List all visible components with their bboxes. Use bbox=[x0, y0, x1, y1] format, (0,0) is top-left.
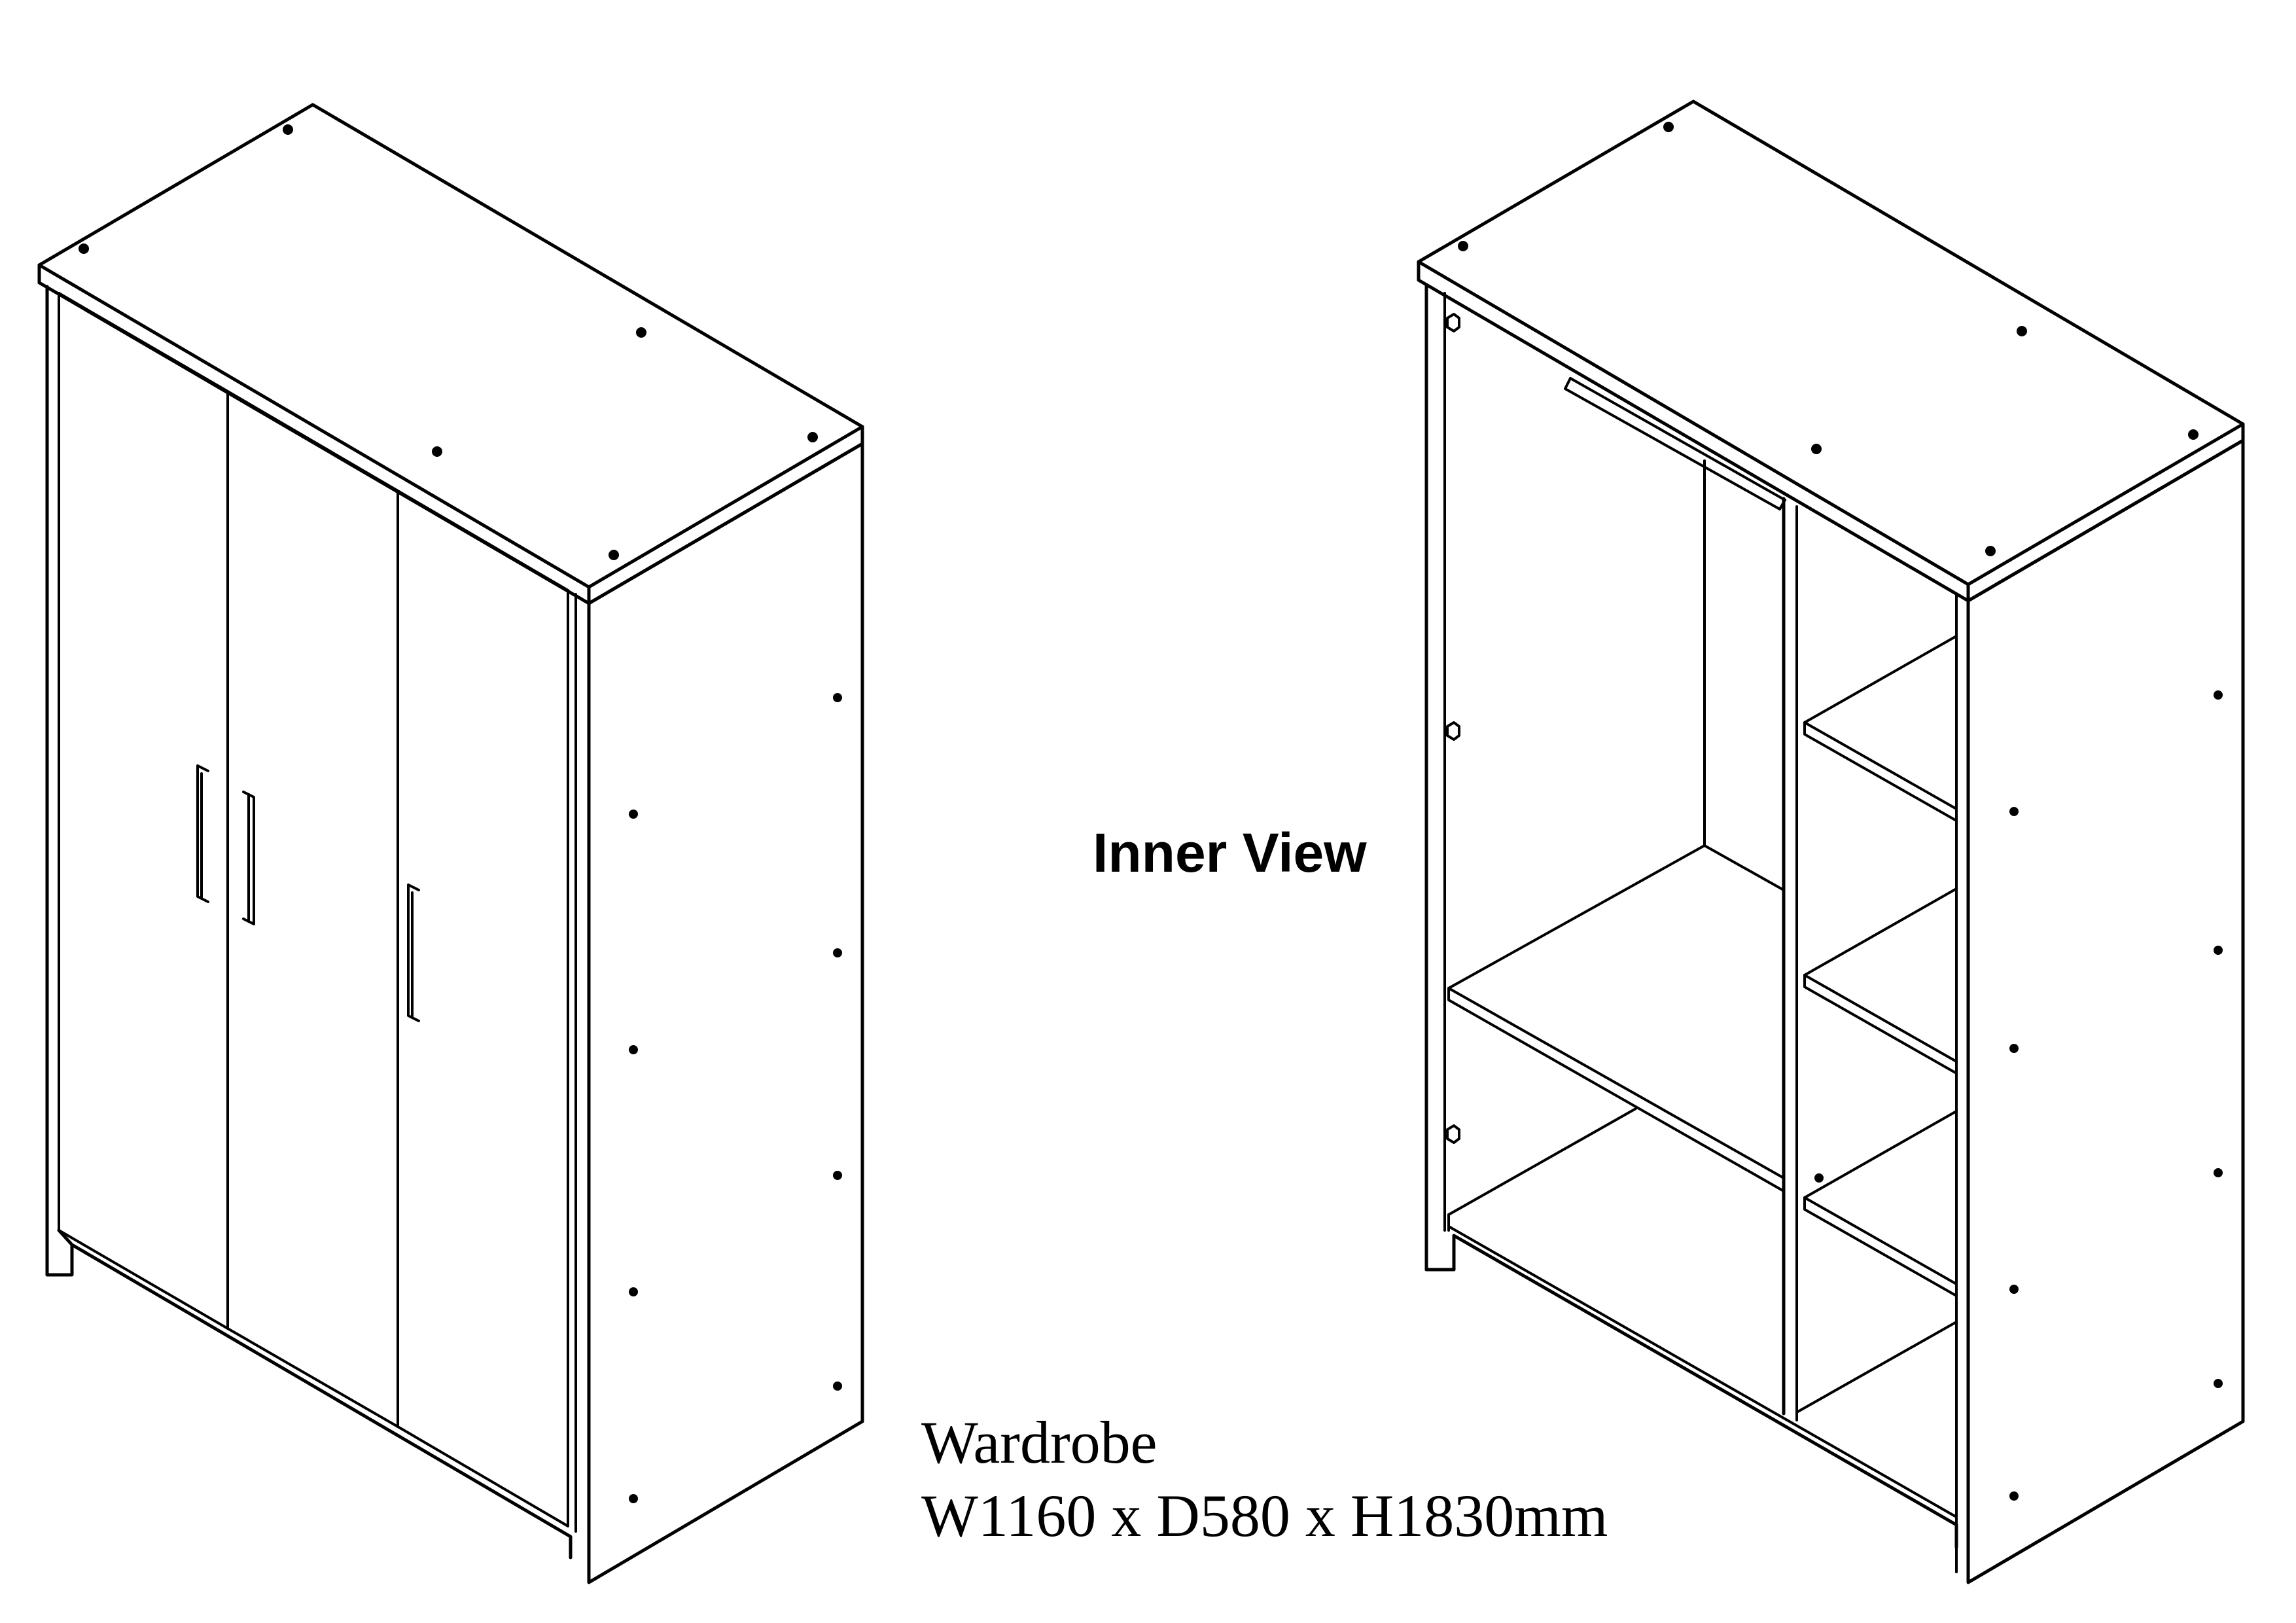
inner-hanging-rail bbox=[1564, 377, 1786, 510]
product-dimensions: W1160 x D580 x H1830mm bbox=[921, 1482, 1608, 1549]
closed-top-front-edge bbox=[37, 263, 591, 605]
inner-left-shelf bbox=[1447, 844, 1785, 1192]
inner-view-label: Inner View bbox=[1093, 822, 1367, 883]
inner-right-shelves bbox=[1795, 635, 1958, 1414]
closed-plinth bbox=[45, 1243, 573, 1560]
product-name: Wardrobe bbox=[921, 1409, 1157, 1476]
closed-side-panel bbox=[587, 442, 864, 1584]
closed-door-handles bbox=[196, 764, 420, 1022]
closed-wardrobe-view bbox=[37, 103, 864, 1584]
inner-bottom-panel bbox=[1447, 1107, 1958, 1549]
closed-door-right bbox=[397, 490, 569, 1527]
inner-side-panel bbox=[1966, 438, 2245, 1584]
inner-top-front-edge bbox=[1417, 260, 1970, 603]
inner-door-hinges bbox=[1446, 313, 1460, 1144]
product-caption: Wardrobe W1160 x D580 x H1830mm bbox=[921, 1406, 1608, 1552]
inner-central-divider bbox=[1782, 497, 1798, 1421]
closed-top-side-edge bbox=[587, 425, 864, 605]
inner-wardrobe-view bbox=[1417, 99, 2245, 1584]
closed-fixing-holes bbox=[79, 124, 842, 1503]
inner-top-side-edge bbox=[1966, 422, 2245, 603]
inner-fixing-holes bbox=[1458, 122, 2223, 1501]
